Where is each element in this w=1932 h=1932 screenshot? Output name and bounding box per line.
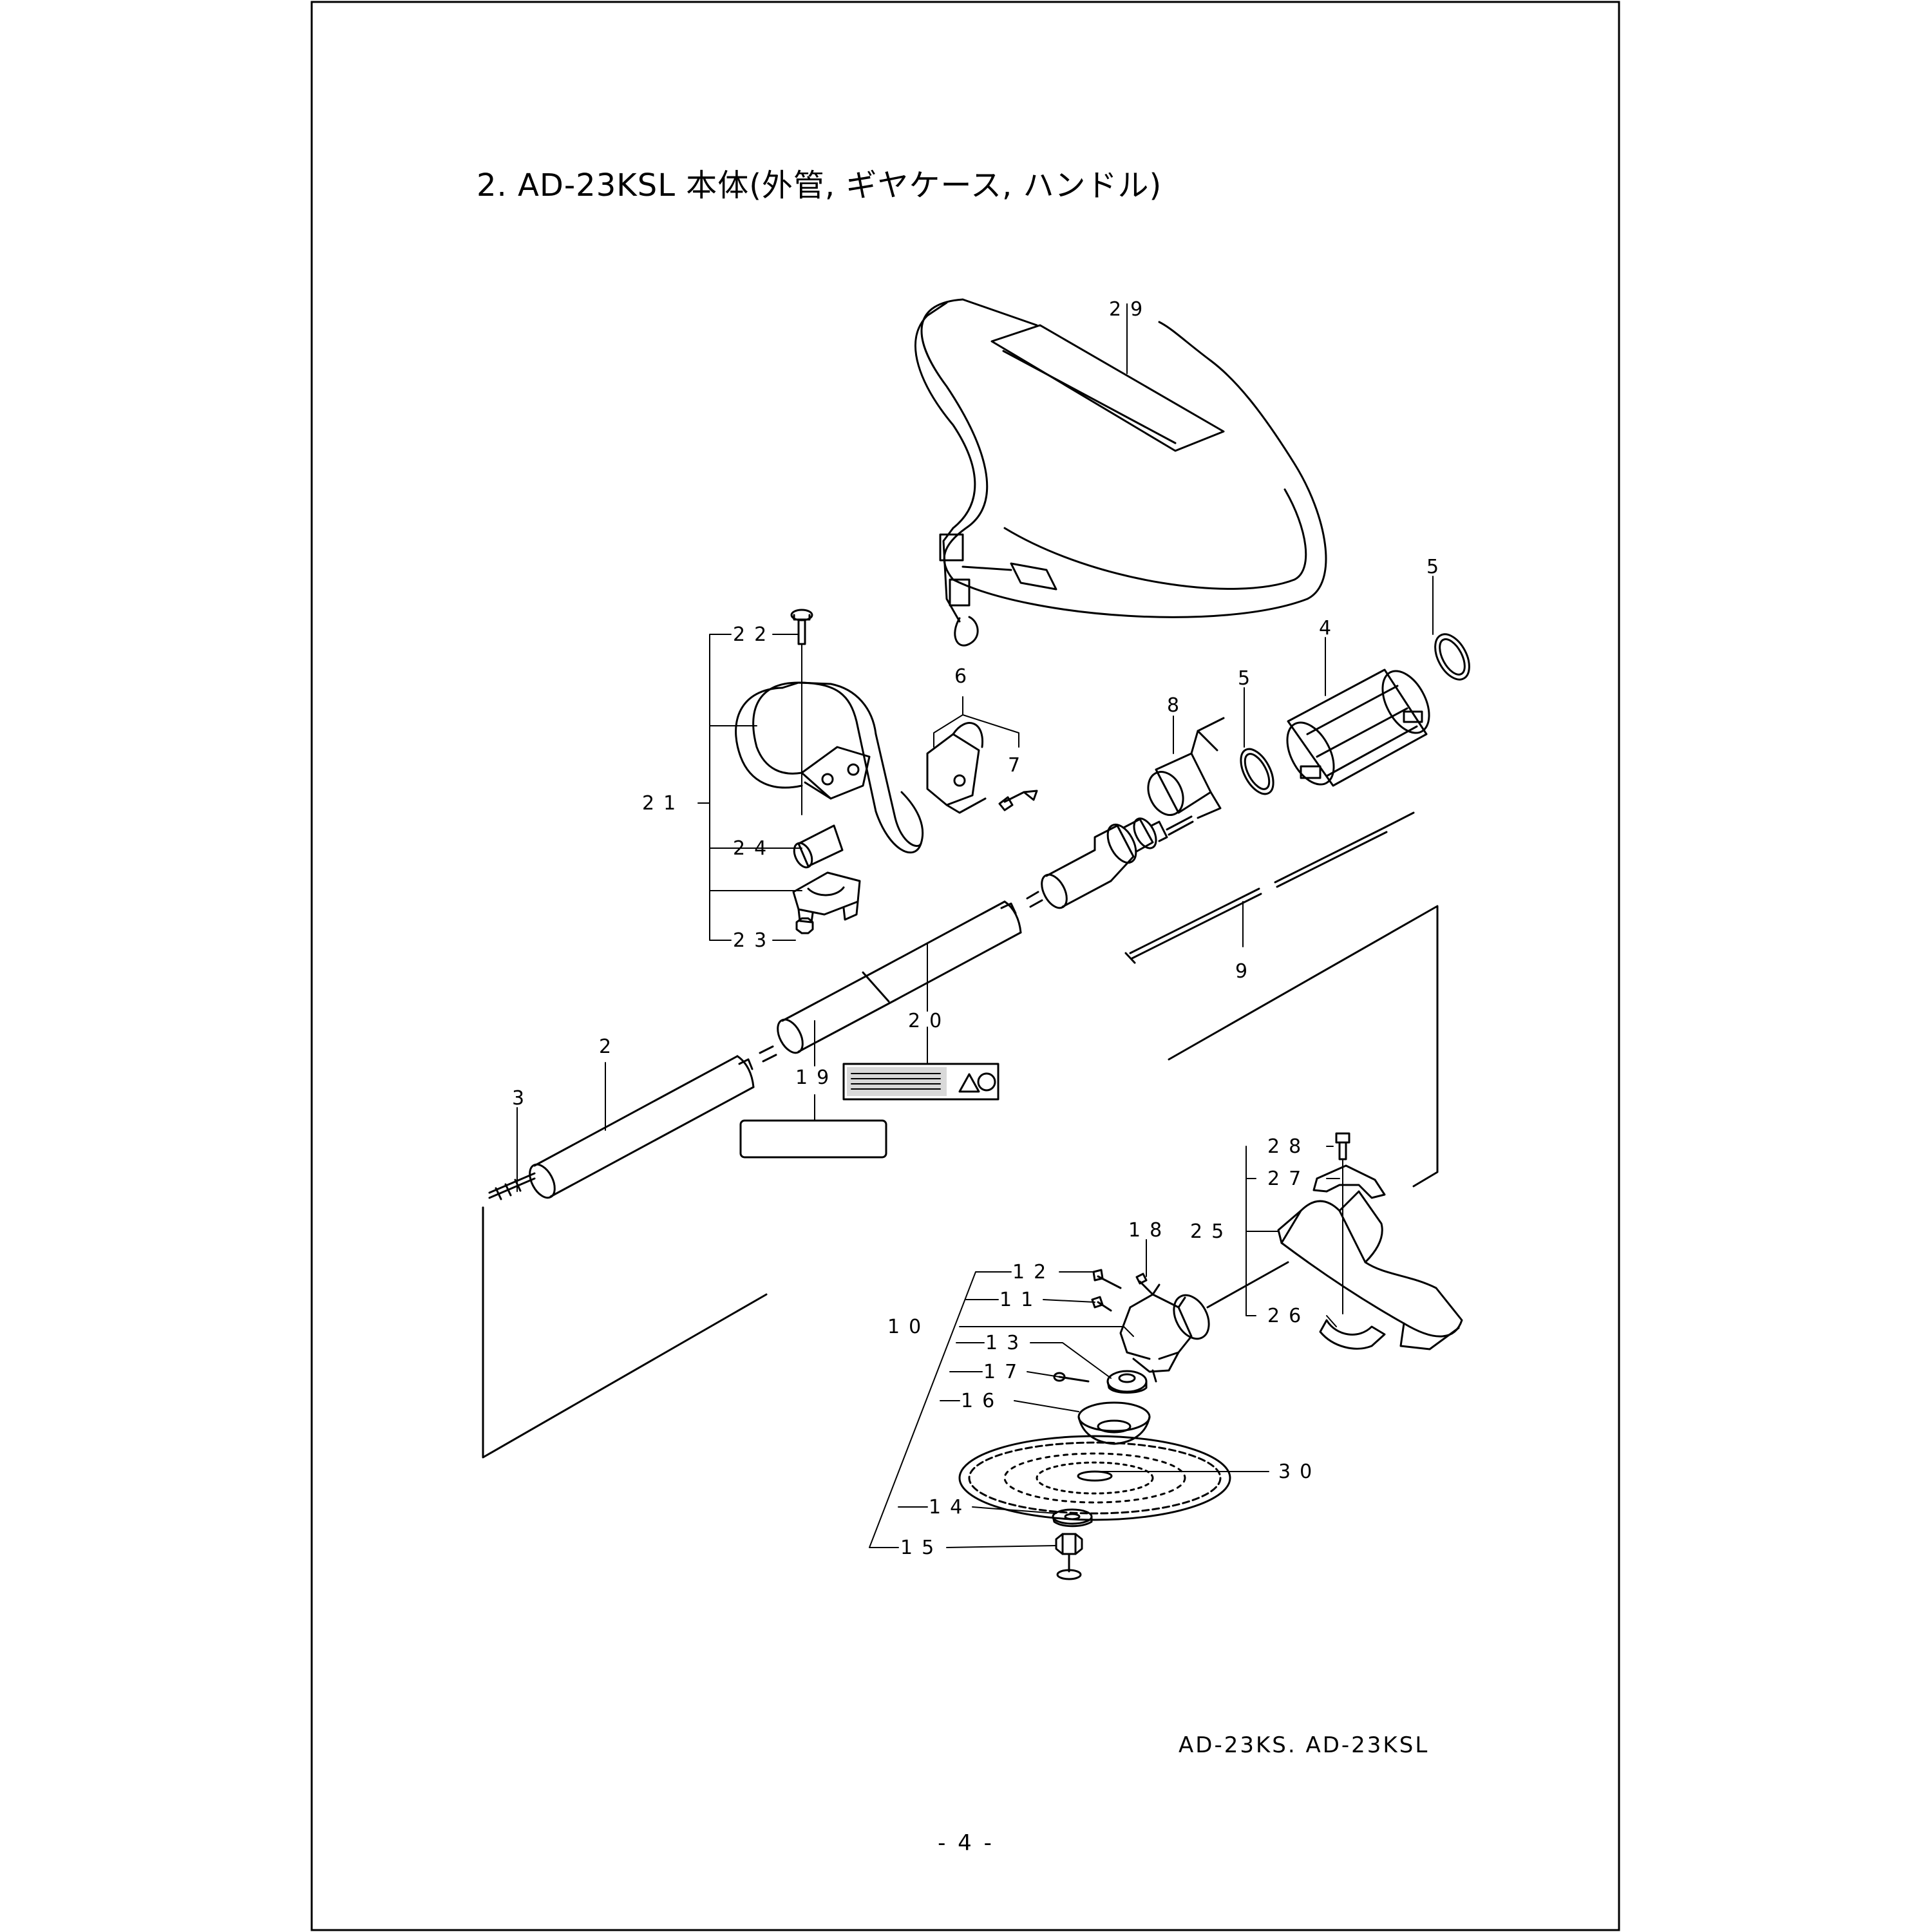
- callout-5-right: 5: [1426, 556, 1448, 578]
- callout-18: 18: [1128, 1219, 1171, 1242]
- blade-holder: [1106, 1370, 1148, 1394]
- callout-numbers: 29 5 4 5 6 8 7 22 21 24 23 9 20 19 2 3 2…: [512, 298, 1448, 1559]
- callout-7: 7: [1008, 754, 1029, 777]
- callout-8: 8: [1167, 694, 1188, 717]
- callout-15: 15: [900, 1537, 943, 1559]
- nut-23: [795, 917, 814, 934]
- warning-label: [842, 1063, 999, 1101]
- callout-14: 14: [929, 1496, 971, 1519]
- callout-10: 10: [887, 1316, 930, 1338]
- leader-lines: [516, 303, 1434, 1548]
- bolt-28: [1335, 1132, 1350, 1314]
- callout-21: 21: [642, 792, 685, 815]
- callout-9: 9: [1235, 960, 1256, 983]
- callout-16: 16: [961, 1390, 1003, 1412]
- callout-28: 28: [1267, 1135, 1310, 1158]
- grip: [1286, 668, 1430, 787]
- callout-23: 23: [733, 929, 775, 952]
- bolt-18: [1135, 1273, 1154, 1296]
- callout-19: 19: [795, 1066, 838, 1089]
- blade-guard: [1277, 1190, 1463, 1350]
- handle-lower-clamp: [792, 871, 861, 923]
- callout-27: 27: [1267, 1168, 1310, 1190]
- grip-sleeve: [793, 824, 844, 869]
- guard-clamp-lower: [1319, 1319, 1386, 1350]
- ring-5-left: [1240, 748, 1274, 795]
- drive-shaft: [1124, 811, 1415, 964]
- saw-blade: [958, 1435, 1231, 1521]
- bolt-11: [1091, 1296, 1112, 1312]
- page-title: 2. AD-23KSL 本体(外管, ギヤケース, ハンドル): [477, 167, 1162, 204]
- callout-22: 22: [733, 623, 775, 646]
- outer-shaft: [488, 815, 1194, 1200]
- nut-15: [1055, 1533, 1083, 1580]
- handle-assembly: [735, 681, 924, 854]
- model-name: AD-23KS. AD-23KSL: [1179, 1732, 1430, 1758]
- callout-6: 6: [954, 665, 976, 688]
- callout-20: 20: [908, 1010, 951, 1032]
- washer-14: [1052, 1508, 1093, 1528]
- callout-29: 29: [1109, 298, 1151, 321]
- callout-5-left: 5: [1238, 667, 1259, 690]
- callout-26: 26: [1267, 1305, 1310, 1327]
- ring-5-right: [1434, 633, 1470, 681]
- throttle-lever: [1147, 717, 1225, 819]
- callout-11: 11: [999, 1289, 1042, 1311]
- lever-clamp: [926, 722, 987, 814]
- bolt-17: [1053, 1372, 1090, 1383]
- reference-lines: [482, 905, 1439, 1459]
- shoulder-strap: [914, 298, 1327, 647]
- gear-case: [1119, 1261, 1289, 1383]
- callout-4: 4: [1319, 617, 1340, 639]
- callout-24: 24: [733, 837, 775, 860]
- callout-12: 12: [1012, 1261, 1055, 1283]
- page-number: - 4 -: [938, 1830, 994, 1856]
- bolt-7: [998, 790, 1038, 811]
- blank-label-box: [739, 1119, 887, 1159]
- callout-13: 13: [985, 1332, 1028, 1354]
- bolt-22: [790, 609, 813, 815]
- callout-3: 3: [512, 1087, 533, 1110]
- guard-clamp-upper: [1312, 1164, 1386, 1199]
- callout-2: 2: [599, 1036, 620, 1058]
- callout-30: 30: [1278, 1461, 1321, 1483]
- callout-25: 25: [1190, 1220, 1233, 1243]
- page-border: [310, 1, 1620, 1931]
- callout-17: 17: [983, 1361, 1026, 1383]
- bolt-12: [1092, 1269, 1122, 1289]
